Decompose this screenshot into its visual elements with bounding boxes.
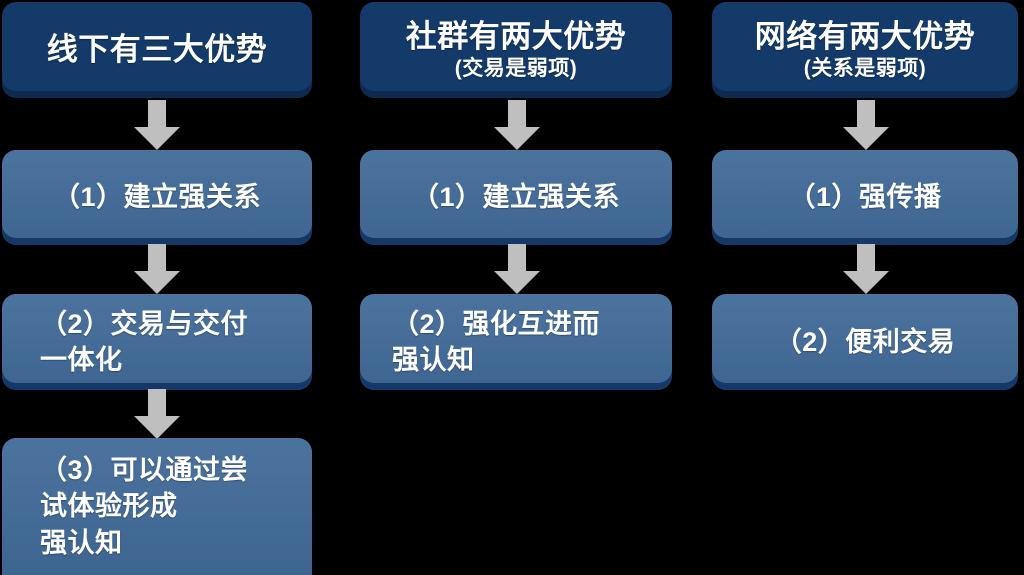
header-title-network: 网络有两大优势 bbox=[754, 19, 976, 55]
step-box-offline-3[interactable]: （3）可以通过尝 试体验形成 强认知 bbox=[2, 438, 312, 575]
step-text-offline-2-line1: （2）交易与交付 bbox=[40, 308, 249, 339]
step-box-offline-2[interactable]: （2）交易与交付 一体化 bbox=[2, 294, 312, 390]
column-community: 社群有两大优势 (交易是弱项) （1）建立强关系 （2）强化互进而 强认知 bbox=[360, 0, 672, 575]
step-text-offline-2-line2: 一体化 bbox=[40, 345, 123, 375]
arrow-down-icon bbox=[131, 244, 183, 296]
step-box-network-1[interactable]: （1）强传播 bbox=[712, 150, 1018, 245]
step-box-community-2[interactable]: （2）强化互进而 强认知 bbox=[360, 294, 672, 390]
header-box-network[interactable]: 网络有两大优势 (关系是弱项) bbox=[712, 2, 1018, 98]
step-text-offline-1-line1: （1）建立强关系 bbox=[52, 182, 262, 213]
header-subtitle-community: (交易是弱项) bbox=[454, 56, 578, 80]
arrow-down-icon bbox=[840, 244, 892, 296]
arrow-down-icon bbox=[491, 244, 543, 296]
column-offline: 线下有三大优势 （1）建立强关系 （2）交易与交付 一体化 bbox=[2, 0, 312, 575]
step-box-community-1[interactable]: （1）建立强关系 bbox=[360, 150, 672, 245]
step-text-community-1-line1: （1）建立强关系 bbox=[411, 182, 621, 213]
step-text-network-1-line1: （1）强传播 bbox=[788, 182, 942, 213]
step-box-offline-1[interactable]: （1）建立强关系 bbox=[2, 150, 312, 245]
step-text-offline-3-line1: （3）可以通过尝 bbox=[40, 454, 249, 485]
header-box-offline[interactable]: 线下有三大优势 bbox=[2, 2, 312, 98]
arrow-down-icon bbox=[840, 100, 892, 152]
header-subtitle-network: (关系是弱项) bbox=[803, 56, 927, 80]
header-title-community: 社群有两大优势 bbox=[405, 19, 627, 55]
step-text-community-2-line2: 强认知 bbox=[392, 345, 475, 375]
arrow-down-icon bbox=[131, 389, 183, 441]
header-box-community[interactable]: 社群有两大优势 (交易是弱项) bbox=[360, 2, 672, 98]
step-text-offline-3-line2: 试体验形成 bbox=[40, 491, 178, 522]
arrow-down-icon bbox=[131, 100, 183, 152]
column-network: 网络有两大优势 (关系是弱项) （1）强传播 （2）便利交易 bbox=[712, 0, 1018, 575]
step-text-network-2-line1: （2）便利交易 bbox=[774, 326, 956, 357]
step-box-network-2[interactable]: （2）便利交易 bbox=[712, 294, 1018, 390]
step-text-offline-3-line3: 强认知 bbox=[40, 527, 123, 558]
step-text-community-2-line1: （2）强化互进而 bbox=[392, 308, 601, 339]
header-title-offline: 线下有三大优势 bbox=[46, 32, 268, 68]
arrow-down-icon bbox=[491, 100, 543, 152]
